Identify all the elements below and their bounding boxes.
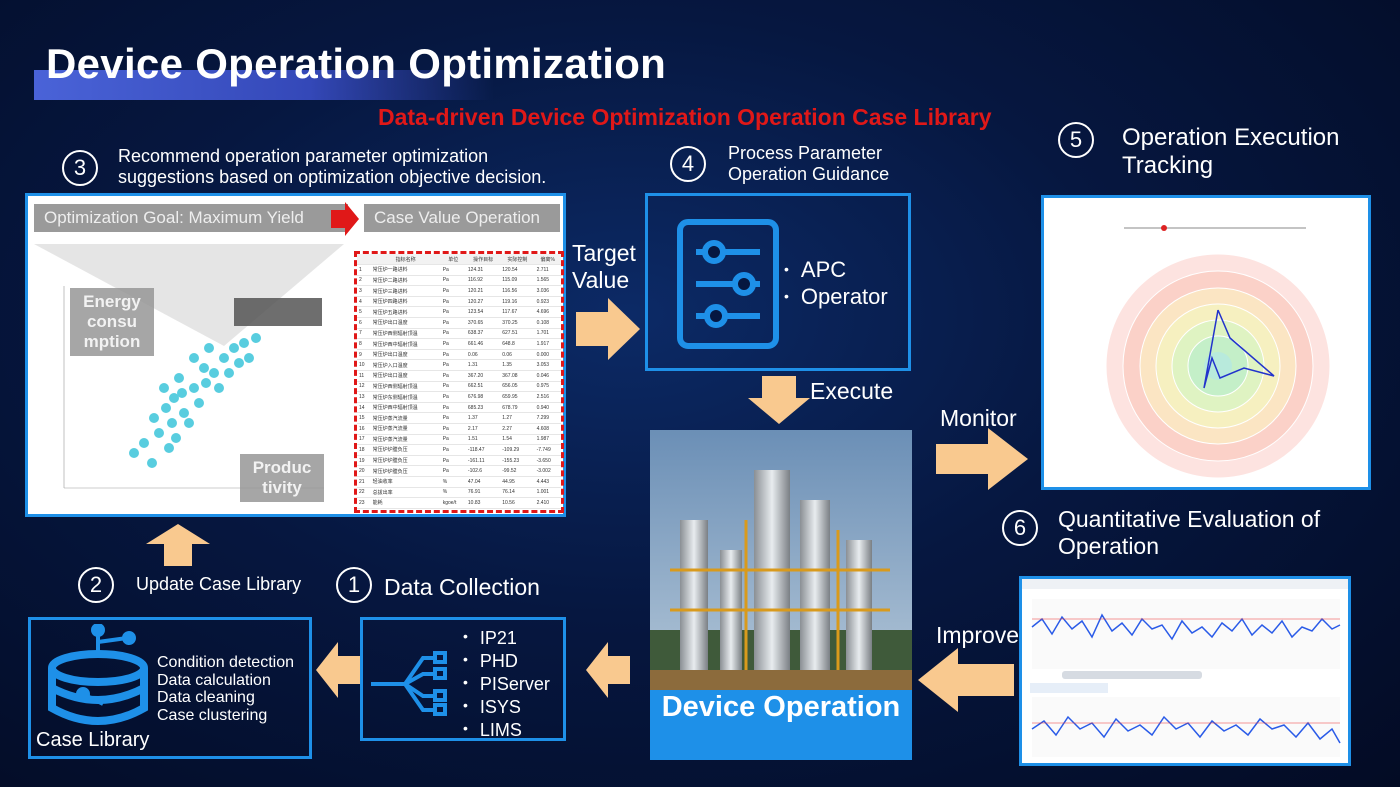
step-5-badge: 5: [1058, 122, 1094, 158]
energy-consumption-label: Energy consu mption: [70, 288, 154, 356]
case-library-box: Case Library Condition detection Data ca…: [28, 617, 312, 759]
data-source-item: IP21: [463, 626, 550, 649]
device-operation-label: Device Operation: [650, 690, 912, 760]
data-source-item: LIMS: [463, 718, 550, 741]
task-item: Condition detection: [157, 654, 294, 671]
right-arrow-icon: [576, 298, 640, 360]
down-arrow-icon: [748, 376, 810, 424]
step-1-badge: 1: [336, 567, 372, 603]
guidance-item: Operator: [784, 283, 888, 310]
optimization-panel: Optimization Goal: Maximum Yield Case Va…: [25, 193, 566, 517]
step-6-label: Quantitative Evaluation of Operation: [1058, 506, 1321, 559]
productivity-label: Produc tivity: [240, 454, 324, 502]
case-library-label: Case Library: [36, 729, 150, 751]
case-library-tasks: Condition detection Data calculation Dat…: [157, 654, 294, 724]
optimization-goal-label: Optimization Goal: Maximum Yield: [34, 204, 348, 232]
step-3-badge: 3: [62, 150, 98, 186]
quantitative-evaluation-panel: [1019, 576, 1351, 766]
task-item: Data cleaning: [157, 689, 255, 706]
guidance-list: APC Operator: [784, 256, 888, 310]
title-underline-bar: [34, 70, 494, 100]
step-3-label: Recommend operation parameter optimizati…: [118, 146, 547, 187]
monitor-label: Monitor: [940, 405, 1017, 431]
trend-chart: [1022, 579, 1348, 757]
sliders-icon: [677, 219, 779, 349]
branch-tree-icon: [371, 651, 447, 716]
target-value-label: Target Value: [572, 240, 636, 293]
execute-label: Execute: [810, 378, 894, 404]
data-source-item: PHD: [463, 649, 550, 672]
right-arrow-icon: [936, 428, 1028, 490]
task-item: Data calculation: [157, 671, 271, 689]
data-collection-box: IP21 PHD PIServer ISYS LIMS: [360, 617, 566, 741]
data-source-item: ISYS: [463, 695, 550, 718]
scatter-chart: [34, 248, 328, 508]
step-4-badge: 4: [670, 146, 706, 182]
page-subtitle: Data-driven Device Optimization Operatio…: [378, 104, 992, 130]
data-source-list: IP21 PHD PIServer ISYS LIMS: [463, 626, 550, 741]
left-arrow-icon: [586, 642, 630, 698]
database-network-icon: [48, 624, 148, 725]
right-arrow-icon: [331, 202, 359, 236]
data-source-item: PIServer: [463, 672, 550, 695]
step-1-label: Data Collection: [384, 574, 540, 600]
zoom-highlight: [34, 244, 344, 346]
left-arrow-icon: [918, 648, 1014, 712]
step-4-label: Process Parameter Operation Guidance: [728, 143, 890, 184]
case-value-label: Case Value Operation: [364, 204, 560, 232]
execution-tracking-panel: [1041, 195, 1371, 490]
up-arrow-icon: [146, 524, 210, 566]
page-title: Device Operation Optimization: [46, 40, 667, 87]
step-2-label: Update Case Library: [136, 574, 302, 594]
left-arrow-icon: [316, 642, 360, 698]
radar-chart: [1105, 225, 1331, 479]
guidance-item: APC: [784, 256, 888, 283]
improve-label: Improve: [936, 622, 1020, 648]
step-6-badge: 6: [1002, 510, 1038, 546]
task-item: Case clustering: [157, 706, 268, 724]
guidance-box: APC Operator: [645, 193, 911, 371]
step-5-label: Operation Execution Tracking: [1122, 124, 1340, 179]
step-2-badge: 2: [78, 567, 114, 603]
